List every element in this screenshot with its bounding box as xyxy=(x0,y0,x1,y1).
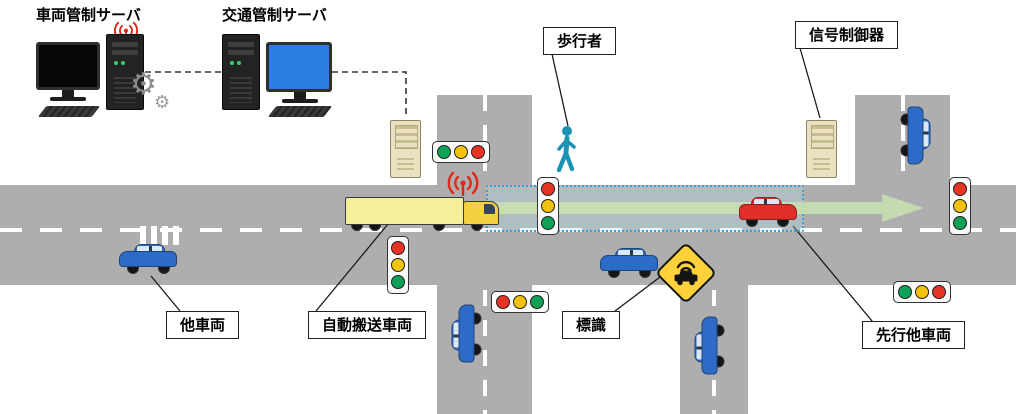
signal-bulb-red xyxy=(932,285,946,299)
server-monitor xyxy=(36,42,100,90)
traffic-light-intersection1-south xyxy=(387,236,409,294)
car-windows xyxy=(754,199,779,208)
server-tower xyxy=(106,34,144,110)
cabinet-panel xyxy=(395,125,418,149)
signal-bulb-yellow xyxy=(513,295,527,309)
car-body xyxy=(701,316,718,375)
monitor-base xyxy=(50,97,86,101)
signal-bulb-green xyxy=(898,285,912,299)
signal-bulb-green xyxy=(391,275,405,289)
car-blue-westbound xyxy=(600,247,658,278)
signal-controller-cabinet-east xyxy=(806,120,837,178)
car-body xyxy=(119,251,177,267)
signal-bulb-red xyxy=(471,145,485,159)
car-body xyxy=(739,204,797,220)
preceding-vehicle-label: 先行他車両 xyxy=(862,321,966,350)
vehicle-control-server: ⚙ ⚙ xyxy=(36,16,176,120)
car-blue-side-road-southeast xyxy=(694,316,725,375)
guidance-arrow-shape xyxy=(490,194,924,222)
monitor-stand xyxy=(62,90,74,97)
sign-label: 標識 xyxy=(562,311,621,340)
signal-bulb-green xyxy=(437,145,451,159)
center-line-side-road-west-top xyxy=(483,95,487,180)
traffic-light-intersection1-center xyxy=(537,177,559,235)
radio-waves-icon xyxy=(447,171,479,197)
vehicle-control-server-title: 車両管制サーバ xyxy=(36,6,141,24)
server-monitor xyxy=(266,42,332,92)
cabinet-vents xyxy=(397,158,414,172)
signal-bulb-green xyxy=(530,295,544,309)
car-blue-side-road-northeast xyxy=(900,106,932,165)
car-preceding-vehicle xyxy=(739,196,797,227)
traffic-control-server xyxy=(220,16,340,120)
traffic-light-intersection1-north xyxy=(432,141,490,163)
monitor-base xyxy=(282,99,318,103)
car-blue-side-road-south xyxy=(451,304,482,363)
signal-bulb-yellow xyxy=(953,199,967,213)
pedestrian-label: 歩行者 xyxy=(543,27,617,56)
truck-cab-window xyxy=(484,204,495,214)
gear-icon: ⚙ xyxy=(130,67,157,102)
signal-controller-cabinet-west xyxy=(390,120,421,178)
signal-bulb-green xyxy=(953,216,967,230)
signal-bulb-red xyxy=(541,182,555,196)
signal-bulb-yellow xyxy=(391,258,405,272)
center-line-side-road-northeast xyxy=(901,95,905,180)
signal-bulb-green xyxy=(541,216,555,230)
automated-transport-truck xyxy=(345,171,500,238)
signal-bulb-yellow xyxy=(541,199,555,213)
signal-bulb-yellow xyxy=(915,285,929,299)
car-body xyxy=(600,255,658,271)
truck-trailer xyxy=(345,197,464,225)
signal-bulb-red xyxy=(953,182,967,196)
monitor-screen xyxy=(39,45,97,87)
keyboard xyxy=(37,106,101,117)
car-body xyxy=(907,106,924,165)
signal-bulb-red xyxy=(496,295,510,309)
server-tower xyxy=(222,34,260,110)
warning-sign xyxy=(654,241,718,305)
auto-transport-vehicle-label: 自動搬送車両 xyxy=(308,311,427,340)
crosswalk-stripes xyxy=(140,226,184,245)
car-body xyxy=(458,304,475,363)
car-other-vehicle xyxy=(119,243,177,274)
traffic-light-intersection2-east xyxy=(949,177,971,235)
cabinet-vents xyxy=(813,158,830,172)
other-vehicle-label: 他車両 xyxy=(166,311,240,340)
center-line-side-road-west-bottom xyxy=(483,290,487,414)
connected-vehicle-warning-icon xyxy=(674,260,698,286)
signal-controller-leader-line xyxy=(799,47,821,119)
keyboard xyxy=(267,106,333,117)
cabinet-panel xyxy=(811,125,834,149)
signal-controller-label: 信号制御器 xyxy=(795,21,899,50)
pedestrian-leader-line xyxy=(551,53,569,127)
traffic-control-server-title: 交通管制サーバ xyxy=(222,6,327,24)
signal-bulb-red xyxy=(391,241,405,255)
guidance-arrow xyxy=(490,194,924,222)
traffic-light-intersection1-south-overhead xyxy=(491,291,549,313)
monitor-stand xyxy=(294,92,306,99)
traffic-light-intersection2-south xyxy=(893,281,951,303)
server-to-controller-dashed-line xyxy=(332,71,407,118)
pedestrian-icon xyxy=(556,126,576,173)
gear-icon-small: ⚙ xyxy=(154,92,171,113)
signal-bulb-yellow xyxy=(454,145,468,159)
monitor-screen-blue xyxy=(269,45,329,89)
